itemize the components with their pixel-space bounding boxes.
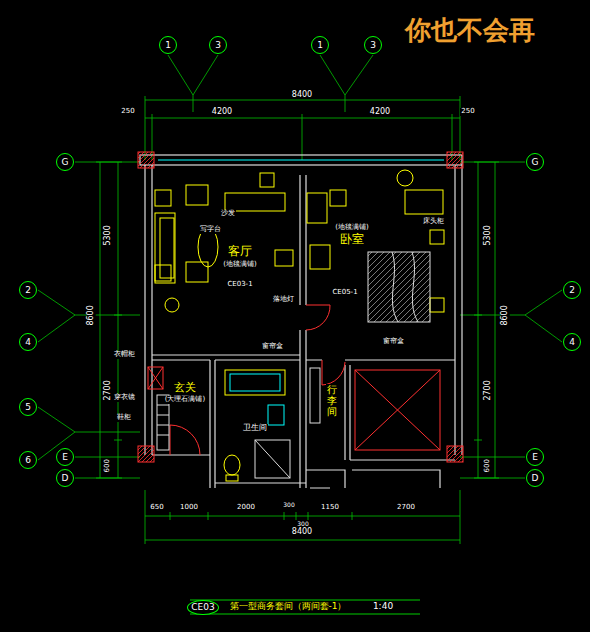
plan-label: 250: [460, 108, 475, 116]
grid-bubble: 3: [364, 36, 382, 54]
plan-label: 1000: [179, 504, 199, 512]
grid-bubble: 1: [159, 36, 177, 54]
grid-bubble: D: [526, 469, 544, 487]
drawing-title: 第一型商务套间（两间套-1）: [229, 602, 348, 612]
plan-label: 窗帘盒: [261, 343, 284, 351]
plan-label: 250: [120, 108, 135, 116]
room-label: 行李间: [326, 384, 338, 417]
plan-label: 窗帘盒: [382, 338, 405, 346]
plan-label: (大理石满铺): [164, 396, 206, 404]
plan-label: 8600: [501, 304, 510, 326]
sheet-bubble: CE03: [187, 600, 218, 615]
grid-label: G: [62, 158, 69, 167]
grid-label: D: [62, 474, 69, 483]
grid-label: 4: [25, 338, 31, 347]
plan-label: 300: [296, 521, 309, 528]
grid-label: 5: [25, 403, 31, 412]
plan-label: (地毯满铺): [334, 224, 369, 232]
grid-label: E: [532, 453, 538, 462]
grid-bubble: 4: [19, 333, 37, 351]
grid-label: 4: [569, 338, 575, 347]
plan-label: 5300: [484, 224, 493, 246]
plan-label: 5300: [104, 224, 113, 246]
plan-label: (地毯满铺): [222, 261, 257, 269]
grid-label: D: [532, 474, 539, 483]
plan-label: CE05-1: [331, 289, 358, 297]
grid-bubble: 5: [19, 398, 37, 416]
plan-label: 衣帽柜: [113, 351, 136, 359]
plan-label: 客厅: [227, 245, 253, 258]
grid-label: E: [62, 453, 68, 462]
grid-label: CE03: [191, 603, 214, 612]
grid-label: 1: [317, 41, 323, 50]
plan-label: CE03-1: [226, 281, 253, 289]
grid-label: 3: [370, 41, 376, 50]
plan-label: 沙发: [220, 210, 236, 218]
grid-bubble: D: [56, 469, 74, 487]
plan-label: 鞋柜: [116, 414, 132, 422]
plan-label: 2700: [104, 379, 113, 401]
grid-label: 3: [215, 41, 221, 50]
plan-label: 床头柜: [422, 218, 445, 226]
plan-label: 卫生间: [242, 424, 268, 433]
watermark: 你也不会再: [404, 16, 536, 45]
plan-label: 600: [104, 458, 112, 473]
plan-label: 2700: [484, 379, 493, 401]
grid-label: G: [532, 158, 539, 167]
grid-label: 6: [25, 456, 31, 465]
plan-label: 4200: [211, 108, 233, 117]
plan-label: 玄关: [173, 382, 197, 394]
grid-label: 1: [165, 41, 171, 50]
grid-bubble: 1: [311, 36, 329, 54]
plan-label: 600: [484, 458, 492, 473]
plan-label: 8400: [291, 528, 313, 537]
grid-bubble: G: [526, 153, 544, 171]
plan-label: 2700: [396, 504, 416, 512]
grid-bubble: G: [56, 153, 74, 171]
plan-label: 8400: [291, 91, 313, 100]
grid-label: 2: [25, 286, 31, 295]
plan-label: 4200: [369, 108, 391, 117]
grid-bubble: 6: [19, 451, 37, 469]
grid-bubble: 4: [563, 333, 581, 351]
plan-label: 2000: [236, 504, 256, 512]
grid-bubble: 2: [19, 281, 37, 299]
plan-label: 写字台: [199, 226, 222, 234]
plan-label: 卧室: [339, 233, 365, 246]
grid-bubble: 3: [209, 36, 227, 54]
plan-label: 8600: [87, 304, 96, 326]
plan-label: 650: [149, 504, 164, 512]
plan-label: 穿衣镜: [113, 394, 136, 402]
grid-bubble: E: [56, 448, 74, 466]
plan-label: 1150: [320, 504, 340, 512]
grid-bubble: E: [526, 448, 544, 466]
grid-label: 2: [569, 286, 575, 295]
plan-label: 落地灯: [272, 296, 295, 304]
plan-label: 300: [282, 502, 295, 509]
grid-bubble: 2: [563, 281, 581, 299]
plan-label: 1:40: [372, 602, 394, 612]
